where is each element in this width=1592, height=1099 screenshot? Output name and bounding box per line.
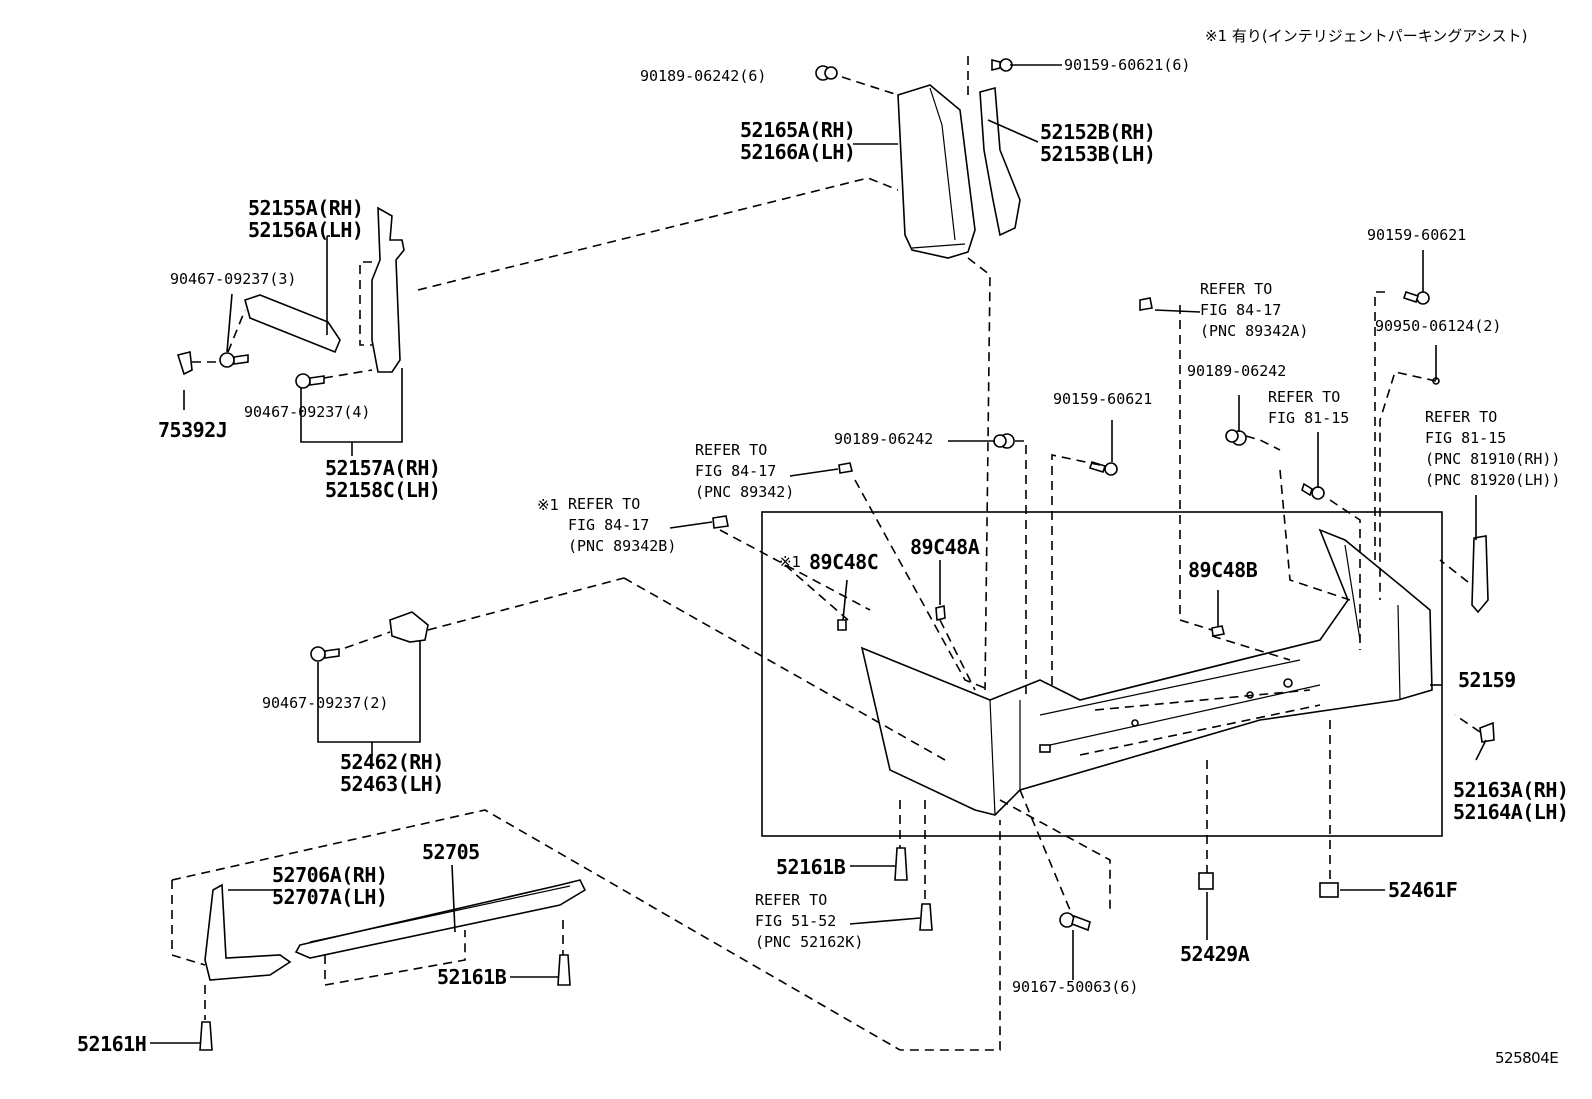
label-52166a-lh: 52166A(LH) [740, 140, 856, 164]
label-75392j: 75392J [158, 418, 228, 442]
ref-51-52-line1: REFER TO [755, 891, 828, 909]
ref-84-17-b-line2: FIG 84-17 [695, 462, 777, 480]
corner-cover-part [897, 84, 976, 259]
bumper-frame [761, 511, 1443, 837]
label-90950-06124-2: 90950-06124(2) [1375, 317, 1502, 335]
ref-81-15-b-line3: (PNC 81910(RH)) [1425, 450, 1561, 468]
label-52463-lh: 52463(LH) [340, 772, 444, 796]
diagram-id: 525804E [1495, 1049, 1559, 1067]
ref-81-15-b-line2: FIG 81-15 [1425, 429, 1507, 447]
label-52156a-lh: 52156A(LH) [248, 218, 364, 242]
ref-51-52-line3: (PNC 52162K) [755, 933, 864, 951]
label-52153b-lh: 52153B(LH) [1040, 142, 1156, 166]
label-90159-60621-b: 90159-60621 [1053, 390, 1153, 408]
ref-84-17-b-line3: (PNC 89342) [695, 483, 795, 501]
ref-51-52-line2: FIG 51-52 [755, 912, 837, 930]
label-52461f: 52461F [1388, 878, 1458, 902]
label-52152b-rh: 52152B(RH) [1040, 120, 1156, 144]
leader-lines [150, 64, 1487, 1044]
ref-84-17-b-line1: REFER TO [695, 441, 768, 459]
label-52155a-rh: 52155A(RH) [248, 196, 364, 220]
clip-glyphs [712, 297, 1225, 637]
label-90167-50063-6: 90167-50063(6) [1012, 978, 1139, 996]
label-90189-06242-c: 90189-06242 [834, 430, 934, 448]
label-90467-09237-4: 90467-09237(4) [244, 403, 371, 421]
ref-84-17-c-mark: ※1 [537, 496, 560, 514]
label-90159-60621-a: 90159-60621 [1367, 226, 1467, 244]
ref-81-15-b-line4: (PNC 81920(LH)) [1425, 471, 1561, 489]
label-52705: 52705 [422, 840, 480, 864]
dashed-guides [171, 56, 1481, 1051]
ref-84-17-c-line3: (PNC 89342B) [568, 537, 677, 555]
label-89c48a: 89C48A [910, 535, 980, 559]
ref-84-17-a-line2: FIG 84-17 [1200, 301, 1282, 319]
label-52163a-rh: 52163A(RH) [1453, 778, 1569, 802]
label-52161h: 52161H [77, 1032, 147, 1056]
note-intelligent-parking-assist: ※1 有り(インテリジェントパーキングアシスト) [1205, 27, 1528, 45]
label-89c48c-mark: ※1 [779, 553, 802, 571]
label-90159-60621-6: 90159-60621(6) [1064, 56, 1191, 74]
bracket-52155-part [244, 206, 405, 373]
cap-52163-part [1471, 535, 1495, 743]
side-step-part [204, 879, 587, 981]
label-89c48b: 89C48B [1188, 558, 1258, 582]
label-52159: 52159 [1458, 668, 1516, 692]
fastener-glyphs [199, 847, 1339, 1051]
label-90189-06242-b: 90189-06242 [1187, 362, 1287, 380]
rear-bumper-part [860, 528, 1433, 816]
label-90467-09237-3: 90467-09237(3) [170, 270, 297, 288]
ref-81-15-b-line1: REFER TO [1425, 408, 1498, 426]
label-52706a-rh: 52706A(RH) [272, 863, 388, 887]
bracket-52462-part [389, 611, 429, 643]
ref-84-17-a-line3: (PNC 89342A) [1200, 322, 1309, 340]
ref-84-17-a-line1: REFER TO [1200, 280, 1273, 298]
ref-84-17-c-line1: REFER TO [568, 495, 641, 513]
upper-trim-part [979, 86, 1021, 237]
label-52161b-a: 52161B [776, 855, 846, 879]
clip-75392-part [176, 351, 193, 376]
label-90467-09237-2: 90467-09237(2) [262, 694, 389, 712]
screw-glyphs [219, 58, 1440, 932]
label-52164a-lh: 52164A(LH) [1453, 800, 1569, 824]
label-52158c-lh: 52158C(LH) [325, 478, 441, 502]
label-89c48c: 89C48C [809, 550, 879, 574]
label-52157a-rh: 52157A(RH) [325, 456, 441, 480]
ref-81-15-a-line2: FIG 81-15 [1268, 409, 1350, 427]
label-52429a: 52429A [1180, 942, 1250, 966]
label-52165a-rh: 52165A(RH) [740, 118, 856, 142]
ref-84-17-c-line2: FIG 84-17 [568, 516, 650, 534]
label-52462-rh: 52462(RH) [340, 750, 444, 774]
label-90189-06242-6: 90189-06242(6) [640, 67, 767, 85]
label-52707a-lh: 52707A(LH) [272, 885, 388, 909]
ref-81-15-a-line1: REFER TO [1268, 388, 1341, 406]
label-52161b-b: 52161B [437, 965, 507, 989]
